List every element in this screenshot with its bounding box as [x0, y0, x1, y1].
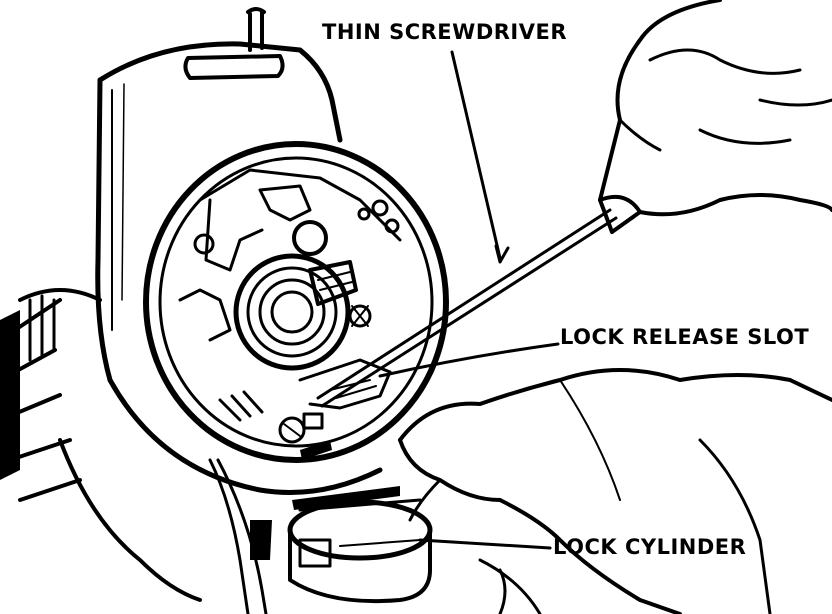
label-lock-cylinder: LOCK CYLINDER — [553, 535, 747, 559]
shading — [0, 310, 400, 560]
lock-cylinder-housing — [287, 498, 433, 604]
label-thin-screwdriver: THIN SCREWDRIVER — [322, 20, 567, 44]
steering-shaft-spring — [233, 253, 372, 371]
lock-plate — [143, 141, 449, 463]
column-housing — [95, 41, 343, 383]
leader-lines — [378, 50, 560, 550]
label-lock-release-slot: LOCK RELEASE SLOT — [560, 325, 810, 349]
wires — [208, 458, 268, 614]
hand-upper-right — [598, 0, 832, 217]
hand-lower — [398, 368, 832, 614]
thin-screwdriver — [316, 195, 642, 408]
column-collar — [0, 288, 383, 602]
release-slot-area — [278, 358, 392, 444]
